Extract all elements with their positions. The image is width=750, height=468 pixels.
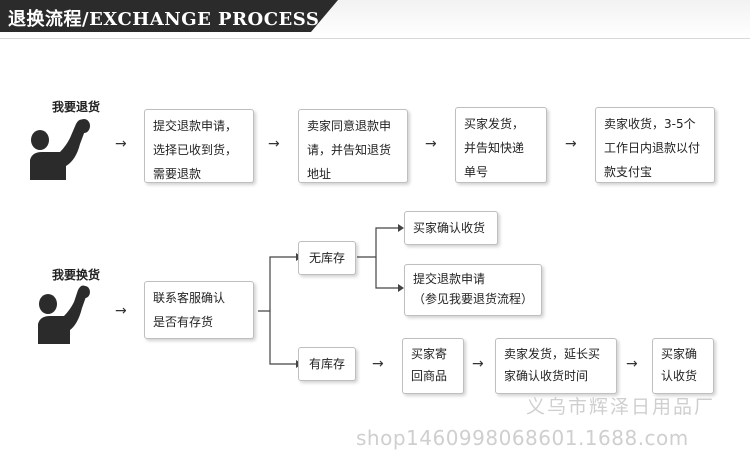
step-text: 单号 (464, 165, 489, 179)
company-watermark: 义乌市辉泽日用品厂 (526, 396, 716, 418)
step-text: 买家发货， (464, 117, 525, 131)
refund-step-3: 买家发货， 并告知快递 单号 (455, 107, 547, 183)
step-text: 买家寄 (411, 347, 448, 361)
no-stock-option-refund: 提交退款申请 （参见我要退货流程） (404, 264, 542, 316)
step-text: 提交退款申请 (413, 272, 486, 286)
branch-connector (269, 311, 296, 365)
in-stock-step-confirm: 买家确 认收货 (652, 338, 714, 394)
step-text: 认收货 (661, 369, 698, 383)
step-text: 需要退款 (153, 167, 202, 181)
flow-arrow: → (268, 136, 280, 152)
step-text: 是否有存货 (153, 315, 214, 329)
step-text: 卖家发货，延长买 (504, 347, 601, 361)
flow-arrow: → (565, 136, 577, 152)
step-text: 买家确认收货 (413, 221, 486, 235)
shop-url-watermark: shop1460998068601.1688.com (356, 426, 689, 450)
arrowhead (398, 284, 404, 292)
step-text: 买家确 (661, 347, 698, 361)
branch-connector (258, 256, 296, 312)
in-stock-step-return: 买家寄 回商品 (402, 338, 464, 394)
step-text: 提交退款申请， (153, 119, 238, 133)
branch-connector (375, 257, 398, 289)
step-text: 工作日内退款以付 (604, 141, 701, 155)
exchange-confirm-stock: 联系客服确认 是否有存货 (144, 281, 254, 339)
flow-arrow: → (115, 136, 127, 152)
exchange-label: 我要换货 (52, 268, 101, 282)
step-text: 联系客服确认 (153, 291, 226, 305)
in-stock-box: 有库存 (298, 347, 356, 381)
step-text: 并告知快递 (464, 141, 525, 155)
person-raising-hand-icon (30, 119, 90, 180)
step-text: 卖家同意退款申 (307, 119, 392, 133)
step-text: 卖家收货，3-5个 (604, 117, 696, 131)
step-text: 家确认收货时间 (504, 369, 589, 383)
flow-arrow: → (115, 303, 127, 319)
person-raising-hand-icon (38, 285, 90, 344)
no-stock-box: 无库存 (298, 241, 356, 275)
step-text: 款支付宝 (604, 165, 653, 179)
arrowhead (398, 224, 404, 232)
refund-step-1: 提交退款申请， 选择已收到货， 需要退款 (144, 109, 254, 183)
header-banner: 退换流程/EXCHANGE PROCESS (0, 0, 750, 39)
flow-arrow: → (425, 136, 437, 152)
header-title-bar (0, 0, 338, 32)
in-stock-label: 有库存 (308, 357, 345, 371)
step-text: 地址 (307, 167, 332, 181)
refund-step-2: 卖家同意退款申 请，并告知退货 地址 (298, 109, 408, 183)
step-text: 请，并告知退货 (307, 143, 392, 157)
in-stock-step-ship: 卖家发货，延长买 家确认收货时间 (495, 338, 617, 394)
no-stock-label: 无库存 (308, 251, 345, 265)
step-text: 选择已收到货， (153, 143, 238, 157)
no-stock-option-confirm-receipt: 买家确认收货 (404, 211, 498, 245)
flow-arrow: → (472, 356, 484, 372)
refund-label: 我要退货 (52, 100, 101, 114)
flow-arrow: → (626, 356, 638, 372)
branch-connector (357, 227, 398, 258)
page-title: 退换流程/EXCHANGE PROCESS (8, 9, 320, 30)
refund-step-4: 卖家收货，3-5个 工作日内退款以付 款支付宝 (595, 107, 715, 183)
step-text: （参见我要退货流程） (413, 292, 534, 306)
flow-arrow: → (372, 356, 384, 372)
step-text: 回商品 (411, 369, 448, 383)
